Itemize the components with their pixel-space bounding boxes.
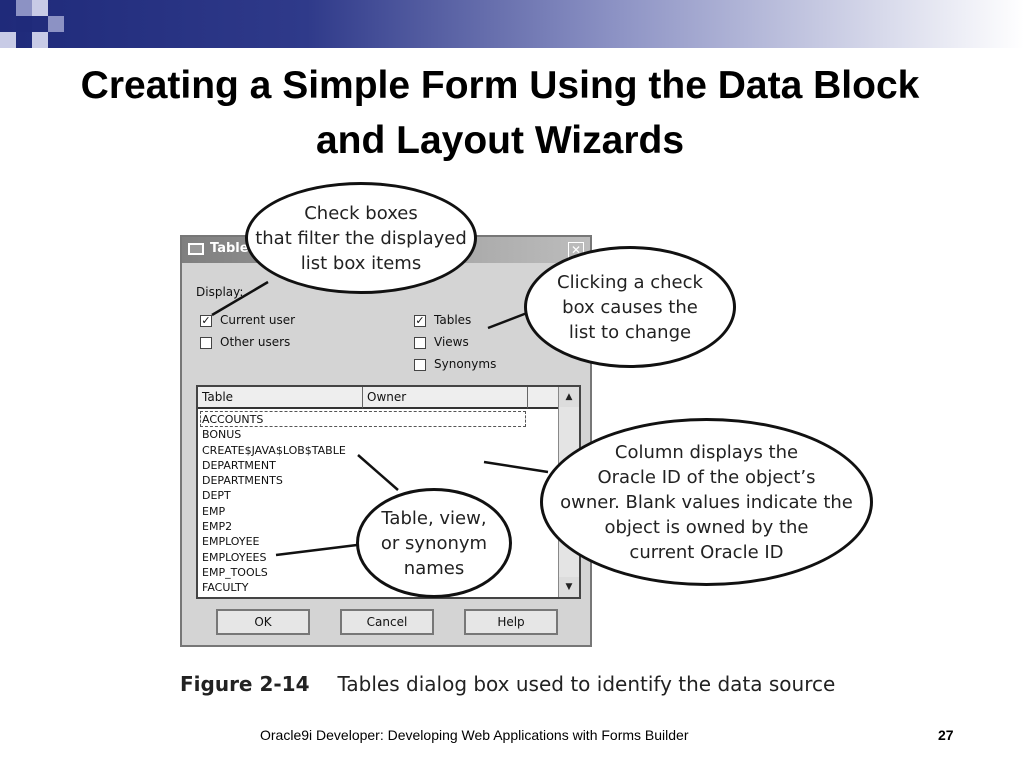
leader-line	[211, 280, 269, 317]
list-item[interactable]: EMP2	[202, 520, 233, 534]
leader-line	[483, 460, 549, 474]
deco-square	[0, 0, 16, 16]
callout-clicking-check-box: Clicking a check box causes the list to …	[524, 246, 736, 368]
cancel-button[interactable]: Cancel	[340, 609, 434, 635]
deco-square	[32, 32, 48, 48]
deco-square	[16, 0, 32, 16]
selected-row-outline	[200, 411, 526, 427]
callout-column-text: Column displays the Oracle ID of the obj…	[560, 441, 853, 563]
tables-dialog: Tables ✕ Display: ✓ Current user Other u…	[180, 235, 592, 647]
deco-square	[16, 16, 32, 32]
current-user-checkbox[interactable]: ✓	[200, 314, 212, 327]
other-users-checkbox[interactable]	[200, 337, 212, 349]
other-users-label: Other users	[220, 335, 291, 349]
figure-caption-text: Tables dialog box used to identify the d…	[337, 672, 836, 696]
ok-button[interactable]: OK	[216, 609, 310, 635]
figure-caption: Figure 2-14 Tables dialog box used to ide…	[180, 672, 835, 696]
views-label: Views	[434, 335, 469, 349]
deco-square	[0, 32, 16, 48]
scroll-up-icon[interactable]: ▲	[559, 387, 579, 407]
slide-title: Creating a Simple Form Using the Data Bl…	[0, 58, 1000, 168]
table-rows: ACCOUNTS BONUS CREATE$JAVA$LOB$TABLE DEP…	[202, 412, 346, 596]
leader-line	[275, 543, 358, 557]
list-item[interactable]: EMPLOYEES	[202, 550, 267, 564]
leader-line	[357, 454, 399, 491]
leader-line	[487, 311, 528, 330]
callout-check-boxes: Check boxes that filter the displayed li…	[245, 182, 477, 294]
list-item[interactable]: EMP_TOOLS	[202, 565, 268, 579]
tables-checkbox[interactable]: ✓	[414, 314, 426, 327]
list-item[interactable]: ACCOUNTS	[202, 413, 264, 426]
title-line-1: Creating a Simple Form Using the Data Bl…	[80, 64, 920, 107]
views-checkbox[interactable]	[414, 337, 426, 349]
list-item[interactable]: BONUS	[202, 428, 242, 442]
callout-names: Table, view, or synonym names	[356, 488, 512, 598]
list-item[interactable]: EMPLOYEE	[202, 535, 260, 549]
footer-text: Oracle9i Developer: Developing Web Appli…	[260, 727, 689, 743]
list-item[interactable]: DEPARTMENT	[202, 458, 276, 472]
synonyms-label: Synonyms	[434, 357, 497, 371]
list-item[interactable]: DEPARTMENTS	[202, 474, 283, 488]
help-button[interactable]: Help	[464, 609, 558, 635]
column-header-owner[interactable]: Owner	[363, 387, 528, 409]
deco-square	[32, 0, 48, 16]
header-gradient-bar	[0, 0, 1024, 48]
synonyms-checkbox[interactable]	[414, 359, 426, 371]
window-icon	[188, 243, 204, 255]
column-header-table[interactable]: Table	[198, 387, 363, 409]
callout-names-text: Table, view, or synonym names	[380, 507, 488, 579]
callout-owner-column: Column displays the Oracle ID of the obj…	[540, 418, 873, 586]
tables-label: Tables	[434, 313, 472, 327]
display-label: Display:	[196, 285, 244, 299]
current-user-label: Current user	[220, 313, 296, 327]
figure-number: Figure 2-14	[180, 672, 310, 696]
list-item[interactable]: CREATE$JAVA$LOB$TABLE	[202, 443, 346, 457]
list-item[interactable]: FACULTY	[202, 581, 249, 595]
scroll-down-icon[interactable]: ▼	[559, 577, 579, 597]
list-item[interactable]: DEPT	[202, 489, 231, 503]
list-item[interactable]: EMP	[202, 504, 226, 518]
close-icon: ✕	[570, 243, 582, 257]
dialog-title: Tables	[210, 241, 257, 256]
title-line-2: and Layout Wizards	[315, 119, 685, 162]
deco-square	[48, 16, 64, 32]
callout-check-boxes-text: Check boxes that filter the displayed li…	[255, 202, 467, 274]
page-number: 27	[938, 727, 954, 743]
callout-clicking-text: Clicking a check box causes the list to …	[557, 271, 703, 343]
